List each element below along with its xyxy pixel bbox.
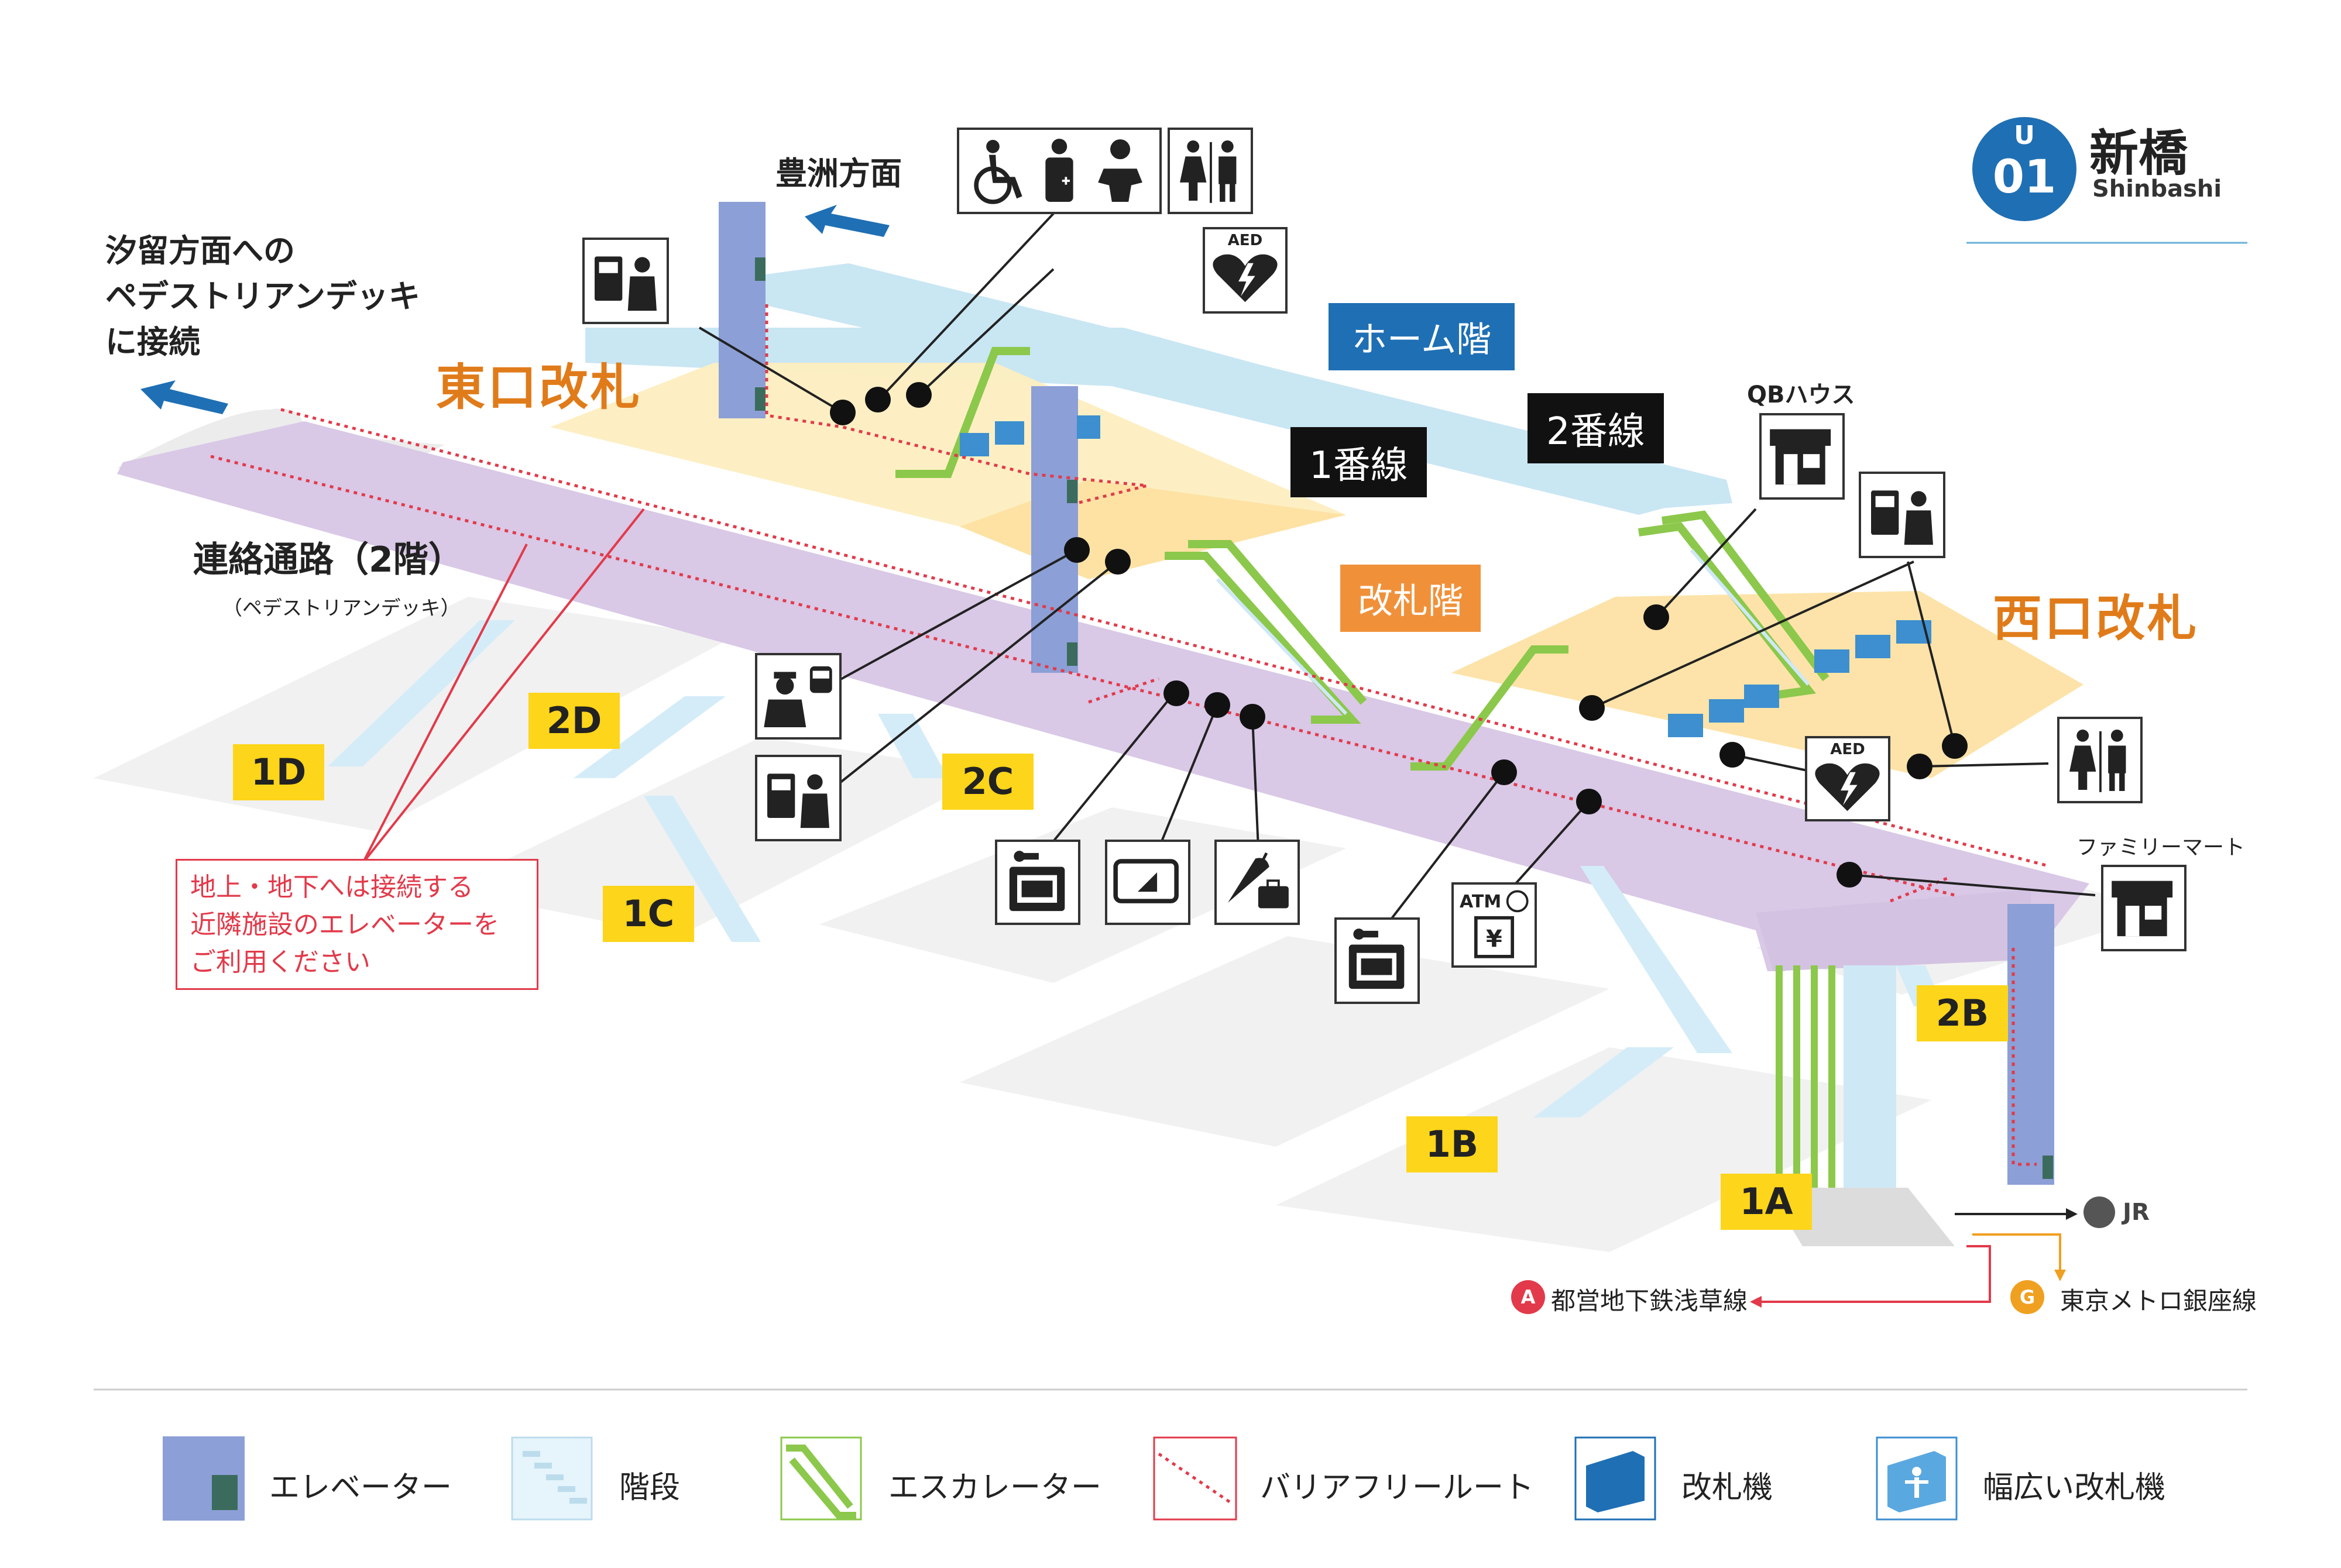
notice-pointers (362, 508, 645, 864)
barrier-free-notice: 地上・地下へは接続する 近隣施設のエレベーターを ご利用ください (176, 859, 538, 990)
toyosu-direction: 豊洲方面 (775, 155, 902, 192)
escalator-steps (1216, 549, 1810, 716)
walkway-lower (1756, 889, 2031, 971)
staff-train-icon (764, 666, 832, 727)
transfer-lines (1750, 1208, 2078, 1308)
exit-1d[interactable]: 1D (233, 744, 324, 800)
direction-arrows (140, 205, 890, 414)
coin-locker-icon-2c[interactable] (995, 840, 1080, 925)
restroom-icon (1180, 140, 1237, 203)
station-name-en: Shinbashi (2092, 176, 2222, 202)
notice-line1: 地上・地下へは接続する (190, 872, 473, 902)
station-number: 01 (1992, 151, 2057, 204)
coin-locker-icon-west[interactable] (1334, 917, 1420, 1004)
west-gate-title: 西口改札 (1993, 590, 2199, 647)
aed-icon-west[interactable]: AED (1805, 736, 1890, 821)
heart-defibrillator-icon (1213, 254, 1278, 302)
familymart-label: ファミリーマート (2076, 835, 2246, 859)
ticket-machine-icon-east[interactable] (582, 238, 669, 324)
umbrella-bag-icon (1227, 852, 1289, 909)
legend-barrierfree-label: バリアフリールート (1260, 1470, 1535, 1505)
station-line-letter: U (2014, 121, 2035, 150)
facility-dots[interactable] (830, 382, 1968, 888)
atm-yen-icon (1474, 890, 1529, 958)
exit-1a-escalators (1776, 965, 1835, 1188)
ticket-machine-icon-walkway[interactable] (755, 755, 842, 841)
exit-1a-stairs (1844, 965, 1896, 1188)
shop-icon (1770, 429, 1831, 485)
coin-locker-icon (1009, 851, 1065, 912)
exit-1c[interactable]: 1C (603, 886, 694, 942)
toilet-icon-east[interactable] (1168, 128, 1253, 214)
station-staff-icon[interactable] (755, 653, 842, 740)
legend-elevator-swatch (163, 1436, 245, 1521)
track-2-label: 2番線 (1528, 393, 1664, 463)
ginza-line-label[interactable]: 東京メトロ銀座線 (2060, 1287, 2257, 1315)
exit-2d[interactable]: 2D (528, 693, 620, 749)
legend-widegate-swatch (1876, 1436, 1958, 1521)
exit-2b[interactable]: 2B (1917, 985, 2008, 1041)
ticket-vending-attendant-icon (767, 773, 829, 828)
legend-elevator-label: エレベーター (269, 1470, 452, 1505)
platform-level-label: ホーム階 (1329, 303, 1515, 370)
restroom-icon (2069, 730, 2126, 792)
legend-escalator-label: エスカレーター (888, 1470, 1102, 1505)
station-badge: U 01 (1972, 117, 2076, 221)
aed-label: AED (1227, 232, 1263, 249)
ginza-line-icon: G (2010, 1280, 2044, 1314)
exit-1a[interactable]: 1A (1721, 1174, 1812, 1230)
shiodome-direction-line2: ペデストリアンデッキ (105, 278, 420, 315)
notice-line3: ご利用ください (190, 947, 370, 977)
ic-card-icon[interactable] (1105, 840, 1190, 925)
notice-line2: 近隣施設のエレベーターを (190, 910, 499, 940)
legend-stairs-swatch (511, 1436, 593, 1521)
qb-house-icon[interactable] (1759, 413, 1845, 500)
station-name-ja: 新橋 (2089, 125, 2188, 182)
walkway-floor (117, 421, 2089, 971)
legend-escalator-swatch (780, 1436, 862, 1521)
walkway-title: 連絡通路（2階） (193, 539, 464, 580)
legend-gate-label: 改札機 (1681, 1470, 1773, 1505)
atm-label: ATM (1460, 892, 1502, 912)
toilet-icon-west[interactable] (2057, 717, 2143, 803)
wheelchair-ostomate-baby-icon (974, 139, 1142, 204)
leader-lines (698, 212, 2096, 926)
shiodome-direction-line1: 汐留方面への (105, 232, 295, 269)
asakusa-line-icon: A (1511, 1280, 1545, 1314)
legend-widegate-label: 幅広い改札機 (1983, 1470, 2166, 1505)
coin-locker-icon (1348, 929, 1405, 989)
exit-1b[interactable]: 1B (1406, 1116, 1498, 1172)
aed-icon-east[interactable]: AED (1203, 227, 1288, 314)
heart-defibrillator-icon (1815, 763, 1880, 811)
east-gate-title: 東口改札 (436, 359, 643, 416)
familymart-icon[interactable] (2101, 865, 2186, 951)
jr-transfer[interactable]: JR (2083, 1196, 2150, 1228)
accessible-facilities-icon[interactable] (957, 128, 1162, 214)
legend-barrierfree-swatch (1153, 1436, 1237, 1521)
ticket-vending-attendant-icon (1871, 490, 1933, 545)
exit-2c[interactable]: 2C (942, 754, 1034, 810)
walkway-subtitle: （ペデストリアンデッキ） (222, 597, 461, 620)
concourse-level-label: 改札階 (1340, 565, 1481, 632)
yen-symbol: ¥ (1486, 926, 1502, 953)
ticket-vending-attendant-icon (595, 256, 657, 311)
aed-label-west: AED (1830, 741, 1865, 758)
ticket-gates (960, 415, 1931, 737)
jr-label: JR (2123, 1199, 2150, 1226)
legend-gate-swatch (1574, 1436, 1656, 1521)
ticket-machine-icon-west[interactable] (1859, 472, 1945, 558)
lost-property-icon[interactable] (1214, 840, 1300, 925)
exit-1a-base (1767, 1188, 1955, 1246)
asakusa-line-label[interactable]: 都営地下鉄浅草線 (1551, 1287, 1748, 1315)
atm-icon[interactable]: ATM ¥ (1451, 882, 1537, 968)
ic-card-charge-icon (1113, 859, 1179, 903)
qb-house-label: QBハウス (1747, 381, 1855, 408)
shiodome-direction-line3: に接続 (105, 324, 200, 360)
shop-icon (2112, 881, 2173, 937)
legend-stairs-label: 階段 (619, 1470, 681, 1505)
track-1-label: 1番線 (1290, 427, 1427, 497)
train-icon (2083, 1196, 2115, 1228)
